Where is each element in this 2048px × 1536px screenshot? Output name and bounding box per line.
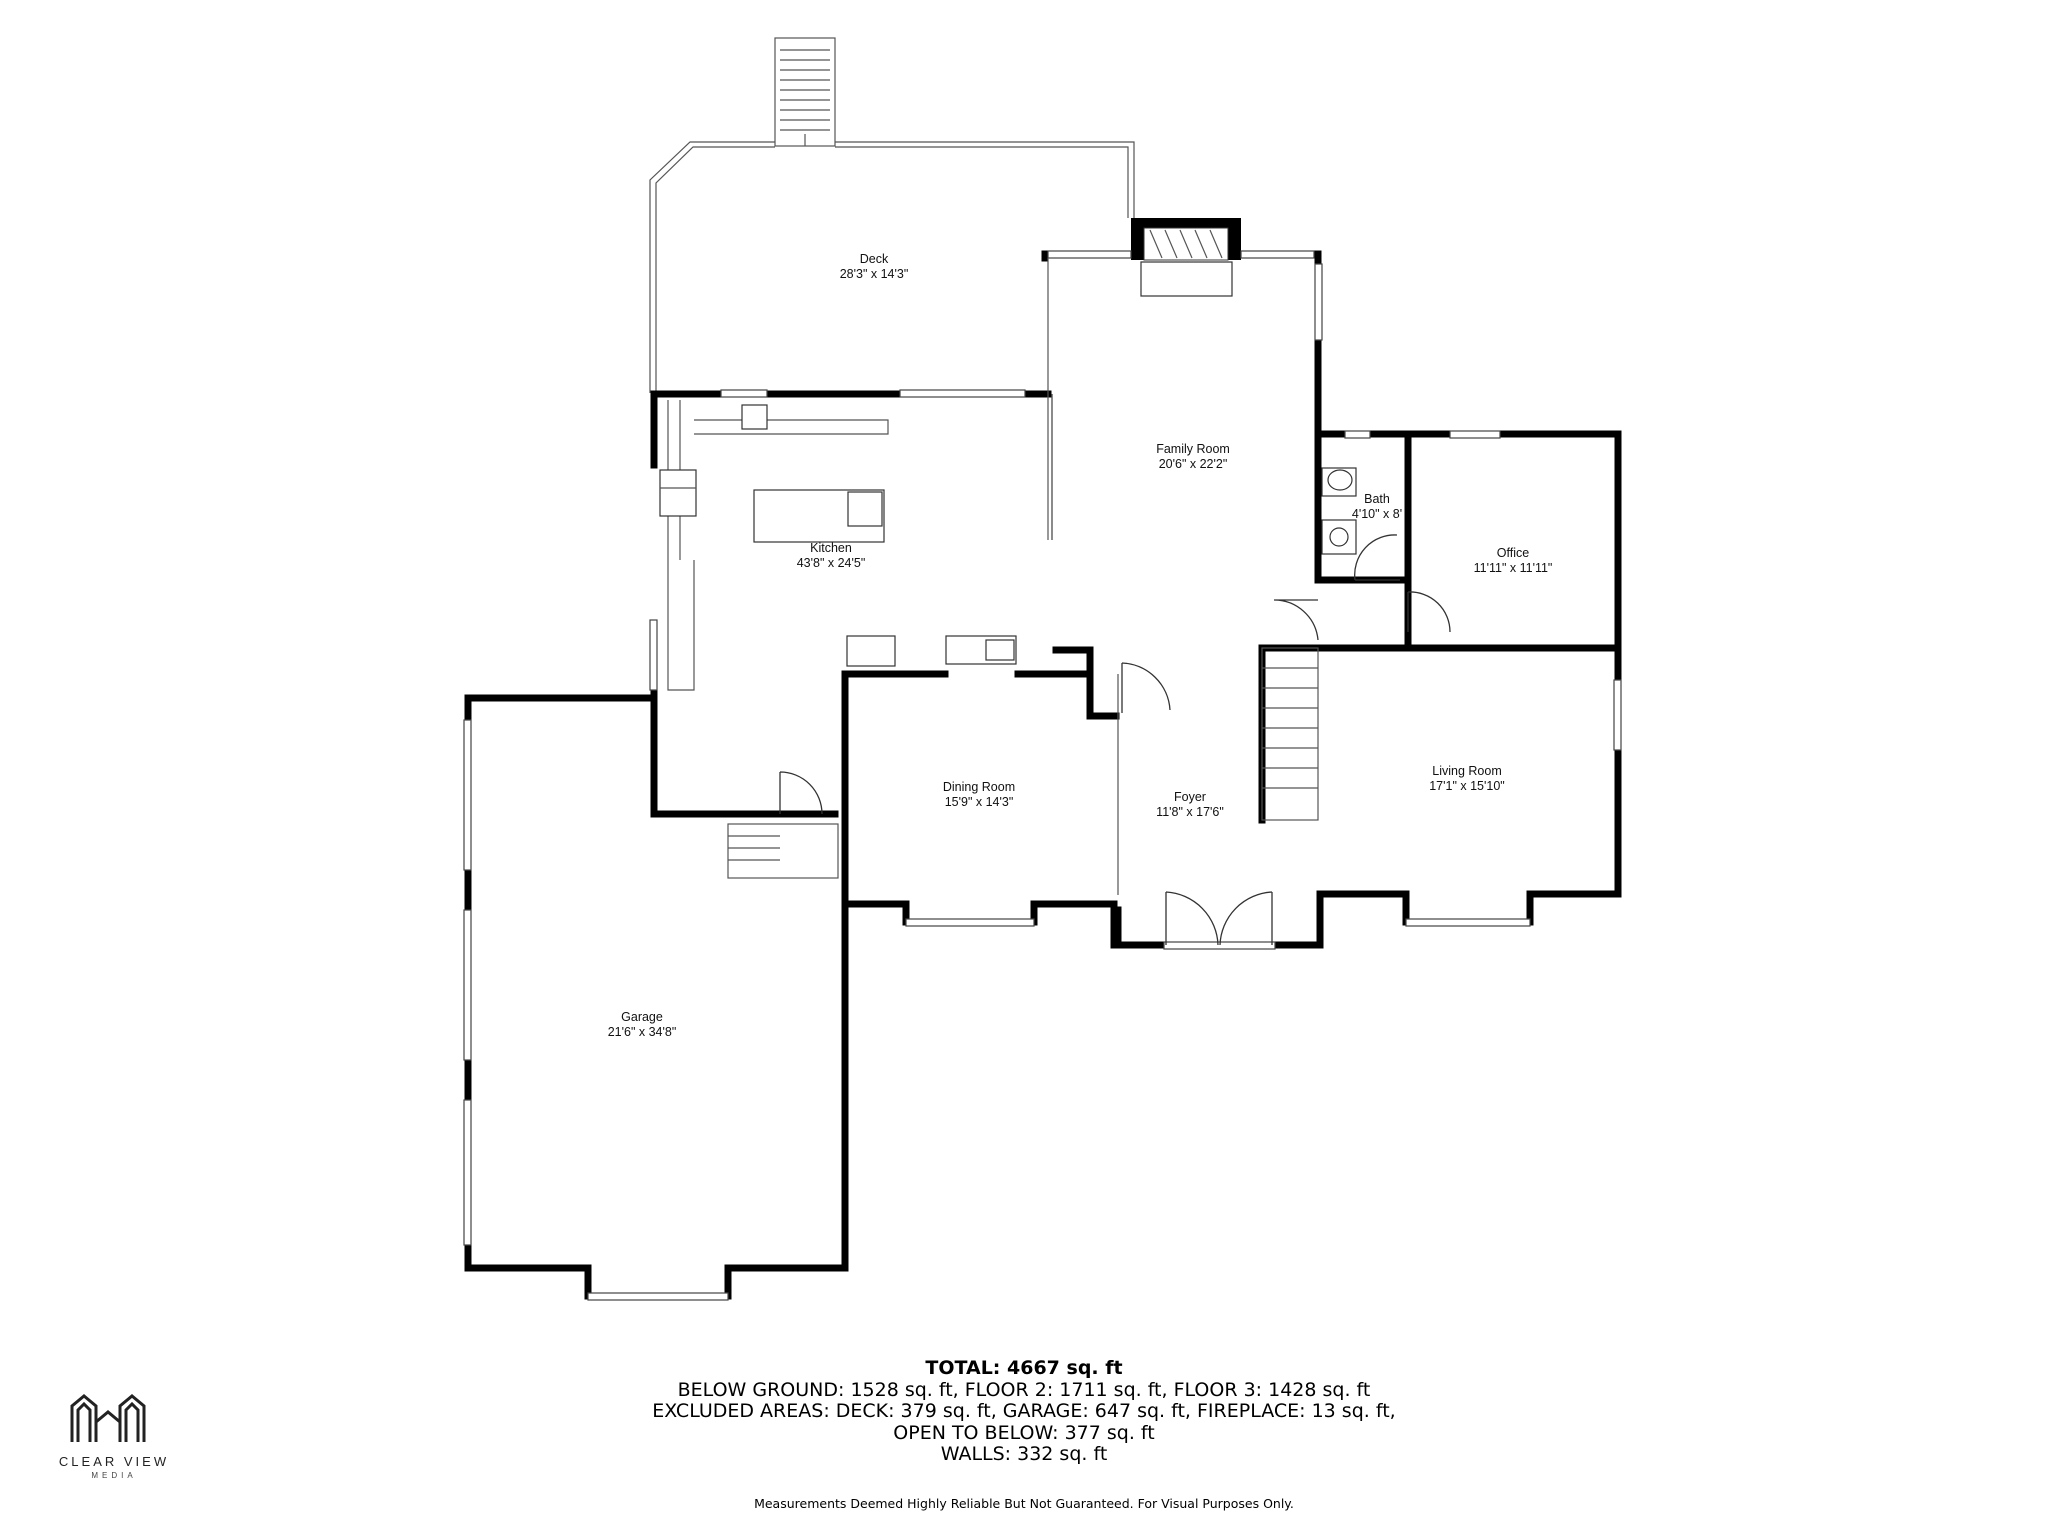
room-dims-dining-room: 15'9" x 14'3" <box>945 795 1014 809</box>
room-dims-deck: 28'3" x 14'3" <box>840 267 909 281</box>
windows <box>463 250 1622 1301</box>
area-line-walls: WALLS: 332 sq. ft <box>940 1443 1108 1465</box>
doors <box>779 534 1451 946</box>
disclaimer: Measurements Deemed Highly Reliable But … <box>754 1496 1294 1511</box>
interior-stairs <box>727 647 1319 879</box>
room-name-deck: Deck <box>860 252 889 266</box>
fireplace <box>1131 218 1241 297</box>
room-dims-family-room: 20'6" x 22'2" <box>1159 457 1228 471</box>
room-name-living-room: Living Room <box>1432 764 1501 778</box>
room-name-garage: Garage <box>621 1010 663 1024</box>
room-dims-living-room: 17'1" x 15'10" <box>1429 779 1505 793</box>
room-dims-bath: 4'10" x 8' <box>1352 507 1402 521</box>
room-name-kitchen: Kitchen <box>810 541 852 555</box>
area-line-open: OPEN TO BELOW: 377 sq. ft <box>893 1421 1155 1444</box>
room-name-office: Office <box>1497 546 1529 560</box>
room-dims-office: 11'11" x 11'11" <box>1474 561 1553 575</box>
area-line-excluded: EXCLUDED AREAS: DECK: 379 sq. ft, GARAGE… <box>652 1400 1396 1422</box>
room-name-dining-room: Dining Room <box>943 780 1015 794</box>
house-logo-icon <box>70 1394 146 1442</box>
total-area: TOTAL: 4667 sq. ft <box>925 1357 1123 1379</box>
bath-fixtures <box>1321 467 1357 555</box>
area-line-floors: BELOW GROUND: 1528 sq. ft, FLOOR 2: 1711… <box>677 1378 1371 1401</box>
logo-brand-sub: MEDIA <box>91 1471 137 1480</box>
deck-outline <box>649 141 1135 393</box>
room-dims-kitchen: 43'8" x 24'5" <box>797 556 866 570</box>
room-dims-foyer: 11'8" x 17'6" <box>1156 805 1224 819</box>
clear-view-media-logo: CLEAR VIEW MEDIA <box>44 1392 184 1492</box>
deck-stairs <box>774 37 836 147</box>
room-dims-garage: 21'6" x 34'8" <box>608 1025 677 1039</box>
logo-brand-name: CLEAR VIEW <box>58 1454 170 1469</box>
room-name-foyer: Foyer <box>1174 790 1206 804</box>
room-name-bath: Bath <box>1364 492 1390 506</box>
area-summary: TOTAL: 4667 sq. ft BELOW GROUND: 1528 sq… <box>0 1357 2048 1466</box>
room-name-family-room: Family Room <box>1156 442 1230 456</box>
walls <box>464 250 1622 1300</box>
kitchen-fixtures <box>659 400 1017 691</box>
